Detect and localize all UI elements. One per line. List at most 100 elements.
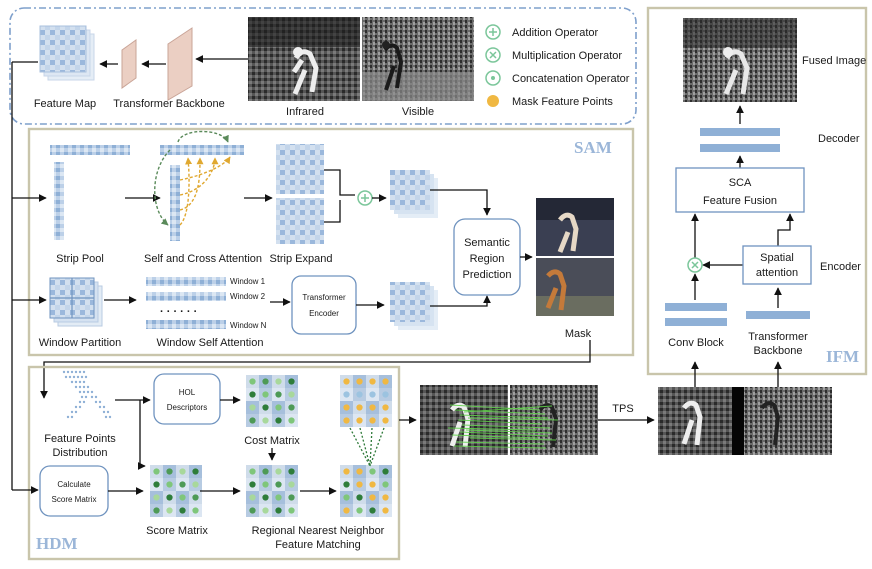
- matrix-point: [249, 404, 256, 411]
- hol-line-2: Descriptors: [167, 403, 207, 412]
- matrix-point: [262, 391, 269, 398]
- matrix-point: [249, 378, 256, 385]
- matrix-point: [262, 378, 269, 385]
- transformer-encoder-line-2: Encoder: [309, 309, 339, 318]
- transformer-backbone-label: Transformer Backbone: [113, 98, 224, 110]
- feature-map-graphic: [39, 25, 95, 81]
- matrix-point: [369, 494, 376, 501]
- hdm-panel: [27, 365, 401, 561]
- matrix-point: [179, 494, 186, 501]
- matrix-point: [288, 404, 295, 411]
- sca-line-1: SCA: [729, 177, 752, 189]
- matrix-point: [192, 507, 199, 514]
- matrix-point: [275, 494, 282, 501]
- matrix-point: [343, 417, 350, 424]
- matrix-point: [382, 378, 389, 385]
- regional-matching-dotted-lines: [349, 427, 385, 467]
- matrix-point: [192, 481, 199, 488]
- mask-points-grid: [340, 375, 392, 427]
- matrix-point: [288, 494, 295, 501]
- calculate-score-matrix-box: [39, 465, 109, 517]
- matrix-point: [192, 494, 199, 501]
- matrix-point: [382, 494, 389, 501]
- transformer-encoder-line-1: Transformer: [302, 293, 346, 302]
- matrix-point: [369, 404, 376, 411]
- feature-matching-image: [420, 385, 598, 455]
- transformer-backbone-layer: [746, 311, 810, 319]
- semantic-line-2: Region: [470, 253, 505, 265]
- matrix-point: [356, 481, 363, 488]
- matrix-point: [382, 507, 389, 514]
- matrix-point: [343, 391, 350, 398]
- matrix-point: [343, 494, 350, 501]
- matrix-point: [288, 417, 295, 424]
- window-1-label: Window 1: [230, 277, 266, 286]
- matrix-point: [356, 417, 363, 424]
- calculate-line-1: Calculate: [57, 480, 91, 489]
- matrix-point: [249, 468, 256, 475]
- strip-expand-graphic: [276, 144, 324, 244]
- decoder-label: Decoder: [818, 133, 860, 145]
- matrix-point: [275, 468, 282, 475]
- window-feature-graphic: [390, 282, 438, 330]
- matrix-point: [262, 468, 269, 475]
- sca-feature-fusion-box: [675, 167, 805, 213]
- hdm-title: HDM: [36, 534, 78, 553]
- matrix-point: [356, 391, 363, 398]
- mask-feature-points-icon: [487, 95, 499, 107]
- matrix-point: [369, 417, 376, 424]
- matrix-point: [249, 391, 256, 398]
- rnn-line-1: Regional Nearest Neighbor: [252, 525, 385, 537]
- matrix-point: [153, 481, 160, 488]
- semantic-line-1: Semantic: [464, 237, 510, 249]
- matrix-point: [343, 507, 350, 514]
- matrix-point: [249, 481, 256, 488]
- matrix-point: [288, 391, 295, 398]
- matrix-point: [382, 404, 389, 411]
- matrix-point: [369, 378, 376, 385]
- matrix-point: [262, 494, 269, 501]
- feature-points-line-1: Feature Points: [44, 433, 116, 445]
- window-2-label: Window 2: [230, 292, 266, 301]
- spatial-attention-box: [742, 245, 812, 285]
- matrix-point: [288, 378, 295, 385]
- score-matrix-grid: [150, 465, 202, 517]
- matrix-point: [275, 417, 282, 424]
- addition-operator-icon: [485, 24, 501, 40]
- matrix-point: [382, 468, 389, 475]
- sam-panel: [27, 127, 635, 357]
- addition-operator-icon: [357, 190, 373, 206]
- fused-strip-feature-graphic: [390, 170, 438, 218]
- fused-score-matrix-grid: [246, 465, 298, 517]
- feature-points-line-2: Distribution: [52, 447, 107, 459]
- matrix-point: [275, 507, 282, 514]
- matrix-point: [343, 378, 350, 385]
- self-cross-attention-label: Self and Cross Attention: [144, 253, 262, 265]
- legend-multiplication-label: Multiplication Operator: [512, 50, 622, 62]
- matrix-point: [343, 481, 350, 488]
- matrix-point: [275, 404, 282, 411]
- transformer-encoder-box: [291, 275, 357, 335]
- matrix-point: [288, 468, 295, 475]
- matrix-point: [249, 507, 256, 514]
- matrix-point: [166, 494, 173, 501]
- matrix-point: [382, 391, 389, 398]
- visible-image: [362, 17, 474, 101]
- ifm-title: IFM: [826, 347, 859, 366]
- ifm-transformer-line-1: Transformer: [748, 331, 808, 343]
- feature-map-label: Feature Map: [34, 98, 96, 110]
- mask-label: Mask: [565, 328, 592, 340]
- matrix-point: [166, 507, 173, 514]
- matrix-point: [275, 481, 282, 488]
- window-partition-label: Window Partition: [39, 337, 122, 349]
- matrix-point: [179, 507, 186, 514]
- matrix-point: [343, 404, 350, 411]
- matrix-point: [166, 481, 173, 488]
- sca-line-2: Feature Fusion: [703, 195, 777, 207]
- transformer-backbone-graphic: [121, 27, 193, 101]
- strip-pool-graphic: [50, 145, 130, 240]
- matrix-point: [369, 391, 376, 398]
- feature-points-distribution-graphic: [62, 370, 112, 419]
- matrix-point: [179, 468, 186, 475]
